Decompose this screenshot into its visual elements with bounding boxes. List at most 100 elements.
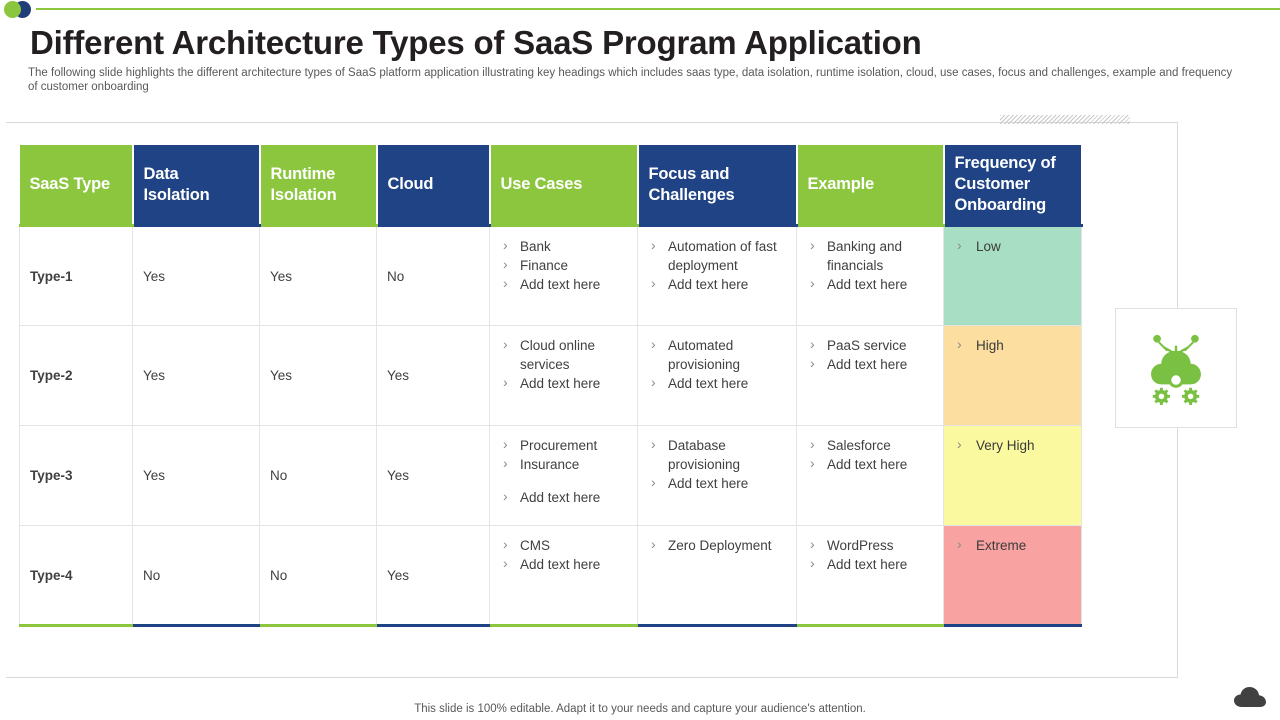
data-isolation-value: Yes [132,425,260,526]
column-header-6: Focus and Challenges [637,145,798,226]
bullet-list: Banking and financialsAdd text here [807,236,933,294]
runtime-isolation-value: No [259,425,377,526]
list-item: Automation of fast deployment [648,236,786,275]
data-isolation-value: No [132,525,260,627]
table-row: Type-2YesYesYesCloud online servicesAdd … [19,325,1082,426]
cloud-logo-icon [1233,686,1267,715]
list-item: Procurement [500,435,627,455]
saas-type-value: Type-4 [19,525,133,627]
list-item: WordPress [807,535,933,555]
status-badge: Very High [954,435,1071,455]
cloud-value: Yes [376,425,490,526]
bullet-list: Cloud online servicesAdd text here [500,335,627,393]
cloud-gears-icon-card [1115,308,1237,428]
column-header-8: Frequency of Customer Onboarding [943,145,1083,226]
focus-cell: Zero Deployment [637,525,797,627]
list-item: Database provisioning [648,435,786,474]
bullet-list: Very High [954,435,1071,455]
list-item: Add text here [807,354,933,374]
column-header-2: Data Isolation [132,145,261,226]
table-row: Type-3YesNoYesProcurementInsuranceAdd te… [19,425,1082,526]
decorative-green-dot [4,1,21,18]
table-row: Type-4NoNoYesCMSAdd text hereZero Deploy… [19,525,1082,627]
list-item: Insurance [500,454,627,474]
saas-type-value: Type-2 [19,325,133,426]
bullet-list: BankFinanceAdd text here [500,236,627,294]
bullet-list: PaaS serviceAdd text here [807,335,933,374]
status-badge: High [954,335,1071,355]
list-item: Cloud online services [500,335,627,374]
frequency-cell: Low [943,224,1082,326]
cloud-value: Yes [376,325,490,426]
list-item: CMS [500,535,627,555]
list-item: Bank [500,236,627,256]
use-cases-cell: BankFinanceAdd text here [489,224,638,326]
page-title: Different Architecture Types of SaaS Pro… [30,24,922,61]
status-badge: Low [954,236,1071,256]
bullet-list: Automation of fast deploymentAdd text he… [648,236,786,294]
cloud-gears-icon [1151,334,1201,405]
column-header-4: Cloud [376,145,491,226]
bullet-list: Extreme [954,535,1071,555]
frequency-cell: High [943,325,1082,426]
bullet-list: High [954,335,1071,355]
example-cell: Banking and financialsAdd text here [796,224,944,326]
table-row: Type-1YesYesNoBankFinanceAdd text hereAu… [19,224,1082,326]
use-cases-cell: ProcurementInsuranceAdd text here [489,425,638,526]
page-subtitle: The following slide highlights the diffe… [28,67,1233,93]
list-item: Zero Deployment [648,535,786,555]
top-accent-line [36,8,1280,10]
column-header-5: Use Cases [489,145,639,226]
cloud-value: No [376,224,490,326]
data-isolation-value: Yes [132,325,260,426]
column-header-1: SaaS Type [19,145,134,226]
list-item: Salesforce [807,435,933,455]
list-item: PaaS service [807,335,933,355]
bullet-list: WordPressAdd text here [807,535,933,574]
footer-note: This slide is 100% editable. Adapt it to… [414,703,866,715]
frequency-cell: Very High [943,425,1082,526]
focus-cell: Database provisioningAdd text here [637,425,797,526]
decorative-hatch [1000,115,1130,124]
list-item: Add text here [500,274,627,294]
table-body: Type-1YesYesNoBankFinanceAdd text hereAu… [19,224,1082,627]
list-item [500,474,627,488]
list-item: Add text here [648,274,786,294]
list-item: Automated provisioning [648,335,786,374]
bullet-list: Zero Deployment [648,535,786,555]
status-badge: Extreme [954,535,1071,555]
bullet-list: Low [954,236,1071,256]
column-header-7: Example [796,145,945,226]
example-cell: SalesforceAdd text here [796,425,944,526]
column-header-3: Runtime Isolation [259,145,378,226]
list-item: Add text here [648,373,786,393]
bullet-list: SalesforceAdd text here [807,435,933,474]
list-item: Banking and financials [807,236,933,275]
saas-type-value: Type-3 [19,425,133,526]
frequency-cell: Extreme [943,525,1082,627]
bullet-list: Automated provisioningAdd text here [648,335,786,393]
example-cell: PaaS serviceAdd text here [796,325,944,426]
example-cell: WordPressAdd text here [796,525,944,627]
bullet-list: CMSAdd text here [500,535,627,574]
data-isolation-value: Yes [132,224,260,326]
bullet-list: Database provisioningAdd text here [648,435,786,493]
use-cases-cell: Cloud online servicesAdd text here [489,325,638,426]
list-item: Add text here [807,554,933,574]
focus-cell: Automated provisioningAdd text here [637,325,797,426]
list-item: Add text here [807,454,933,474]
runtime-isolation-value: Yes [259,325,377,426]
list-item: Add text here [807,274,933,294]
list-item: Add text here [500,554,627,574]
runtime-isolation-value: Yes [259,224,377,326]
list-item: Add text here [500,373,627,393]
list-item: Add text here [648,473,786,493]
bullet-list: ProcurementInsuranceAdd text here [500,435,627,507]
runtime-isolation-value: No [259,525,377,627]
list-item: Add text here [500,487,627,507]
list-item: Finance [500,255,627,275]
